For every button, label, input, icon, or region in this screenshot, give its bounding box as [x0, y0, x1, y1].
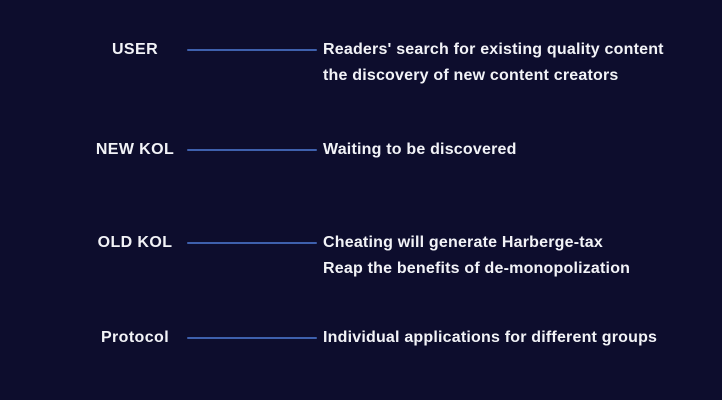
row-description: Readers' search for existing quality con…: [323, 37, 664, 89]
row-description-line: the discovery of new content creators: [323, 67, 619, 84]
diagram-row: USER Readers' search for existing qualit…: [0, 37, 722, 89]
connector-line: [187, 149, 317, 151]
row-description-line: Waiting to be discovered: [323, 141, 517, 158]
diagram-row: NEW KOL Waiting to be discovered: [0, 137, 722, 163]
connector-line: [187, 337, 317, 339]
row-description: Individual applications for different gr…: [323, 325, 657, 351]
row-label: Protocol: [100, 329, 170, 346]
row-label: OLD KOL: [97, 234, 173, 251]
row-description-line: Reap the benefits of de-monopolization: [323, 260, 631, 277]
row-label: USER: [111, 41, 159, 58]
row-description-line: Readers' search for existing quality con…: [323, 41, 664, 58]
row-description-line: Individual applications for different gr…: [323, 329, 658, 346]
row-description-line: Cheating will generate Harberge-tax: [323, 234, 603, 251]
diagram-row: Protocol Individual applications for dif…: [0, 325, 722, 351]
connector-line: [187, 242, 317, 244]
row-description: Waiting to be discovered: [323, 137, 517, 163]
row-label: NEW KOL: [95, 141, 175, 158]
connector-line: [187, 49, 317, 51]
diagram-row: OLD KOL Cheating will generate Harberge-…: [0, 230, 722, 282]
